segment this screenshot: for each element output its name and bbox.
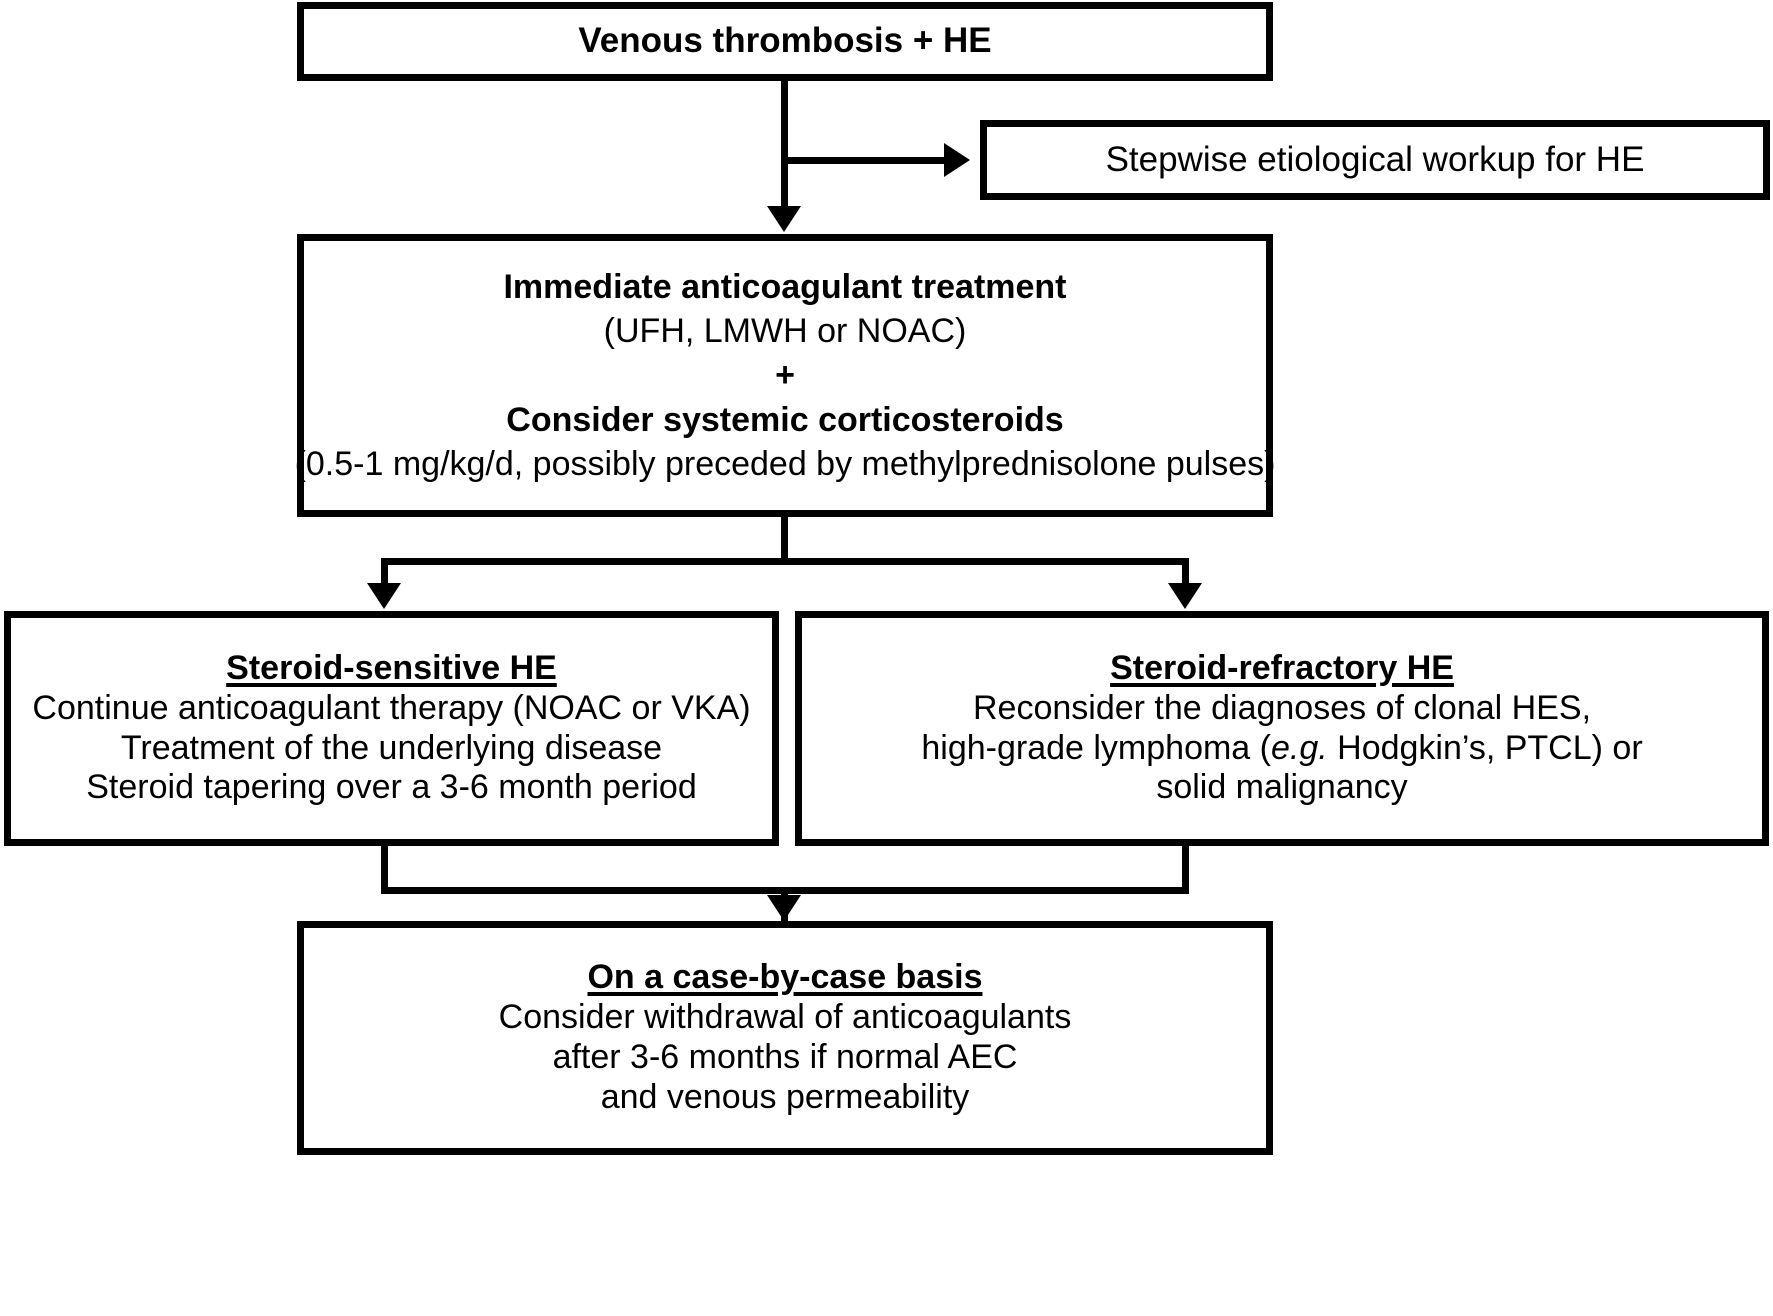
arrowhead-to-treatment: [767, 206, 801, 232]
connector-top-trunk-lower: [781, 157, 788, 207]
node-steroid-refractory-he-line-2-pre: high-grade lymphoma (: [921, 728, 1271, 767]
connector-split-left-drop: [381, 558, 388, 588]
node-steroid-refractory-he-line-1: Reconsider the diagnoses of clonal HES,: [972, 688, 1592, 727]
node-treatment-line-1: Immediate anticoagulant treatment: [503, 268, 1067, 307]
arrowhead-to-refractory: [1168, 583, 1202, 609]
node-venous-thrombosis-he-line-1: Venous thrombosis + HE: [578, 21, 992, 61]
node-steroid-refractory-he-line-2-italic: e.g.: [1270, 728, 1328, 767]
connector-top-trunk-upper: [781, 81, 788, 164]
node-stepwise-etiological-workup[interactable]: Stepwise etiological workup for HE: [980, 120, 1770, 200]
node-steroid-refractory-he-heading: Steroid-refractory HE: [1110, 648, 1454, 687]
node-steroid-sensitive-he-line-3: Steroid tapering over a 3-6 month period: [86, 768, 697, 807]
node-steroid-sensitive-he[interactable]: Steroid-sensitive HE Continue anticoagul…: [4, 611, 779, 846]
node-treatment-line-5: (0.5-1 mg/kg/d, possibly preceded by met…: [294, 444, 1276, 483]
node-treatment-line-4: Consider systemic corticosteroids: [506, 400, 1064, 439]
node-steroid-refractory-he-line-2-post: Hodgkin’s, PTCL) or: [1327, 728, 1643, 767]
connector-split-right-drop: [1182, 558, 1189, 588]
node-venous-thrombosis-he[interactable]: Venous thrombosis + HE: [297, 2, 1273, 81]
node-treatment-plus-sign: +: [775, 356, 795, 395]
node-steroid-refractory-he[interactable]: Steroid-refractory HE Reconsider the dia…: [795, 611, 1769, 846]
connector-split-bar: [381, 558, 1189, 565]
node-steroid-sensitive-he-line-2: Treatment of the underlying disease: [120, 728, 663, 767]
node-immediate-anticoagulant-treatment[interactable]: Immediate anticoagulant treatment (UFH, …: [294, 234, 1276, 517]
node-on-a-case-by-case-basis-heading: On a case-by-case basis: [587, 958, 983, 997]
node-on-a-case-by-case-basis[interactable]: On a case-by-case basis Consider withdra…: [297, 921, 1273, 1155]
node-treatment-line-2: (UFH, LMWH or NOAC): [603, 312, 967, 351]
node-on-a-case-by-case-basis-line-3: and venous permeability: [600, 1077, 970, 1116]
arrowhead-to-workup: [944, 143, 970, 177]
node-steroid-sensitive-he-line-1: Continue anticoagulant therapy (NOAC or …: [32, 688, 751, 727]
connector-merge-left-stem: [381, 846, 388, 894]
node-on-a-case-by-case-basis-line-2: after 3-6 months if normal AEC: [552, 1038, 1018, 1076]
node-steroid-sensitive-he-heading: Steroid-sensitive HE: [226, 648, 557, 687]
connector-top-to-workup-horizontal: [781, 157, 946, 164]
node-steroid-refractory-he-line-3: solid malignancy: [1156, 768, 1408, 807]
arrowhead-to-sensitive: [367, 583, 401, 609]
connector-merge-right-stem: [1182, 846, 1189, 894]
arrowhead-to-basis: [767, 895, 801, 921]
connector-treatment-stem: [781, 517, 788, 565]
node-steroid-refractory-he-line-2: high-grade lymphoma (e.g. Hodgkin’s, PTC…: [921, 729, 1642, 769]
node-stepwise-etiological-workup-line-1: Stepwise etiological workup for HE: [1105, 139, 1645, 179]
node-on-a-case-by-case-basis-line-1: Consider withdrawal of anticoagulants: [498, 998, 1072, 1037]
